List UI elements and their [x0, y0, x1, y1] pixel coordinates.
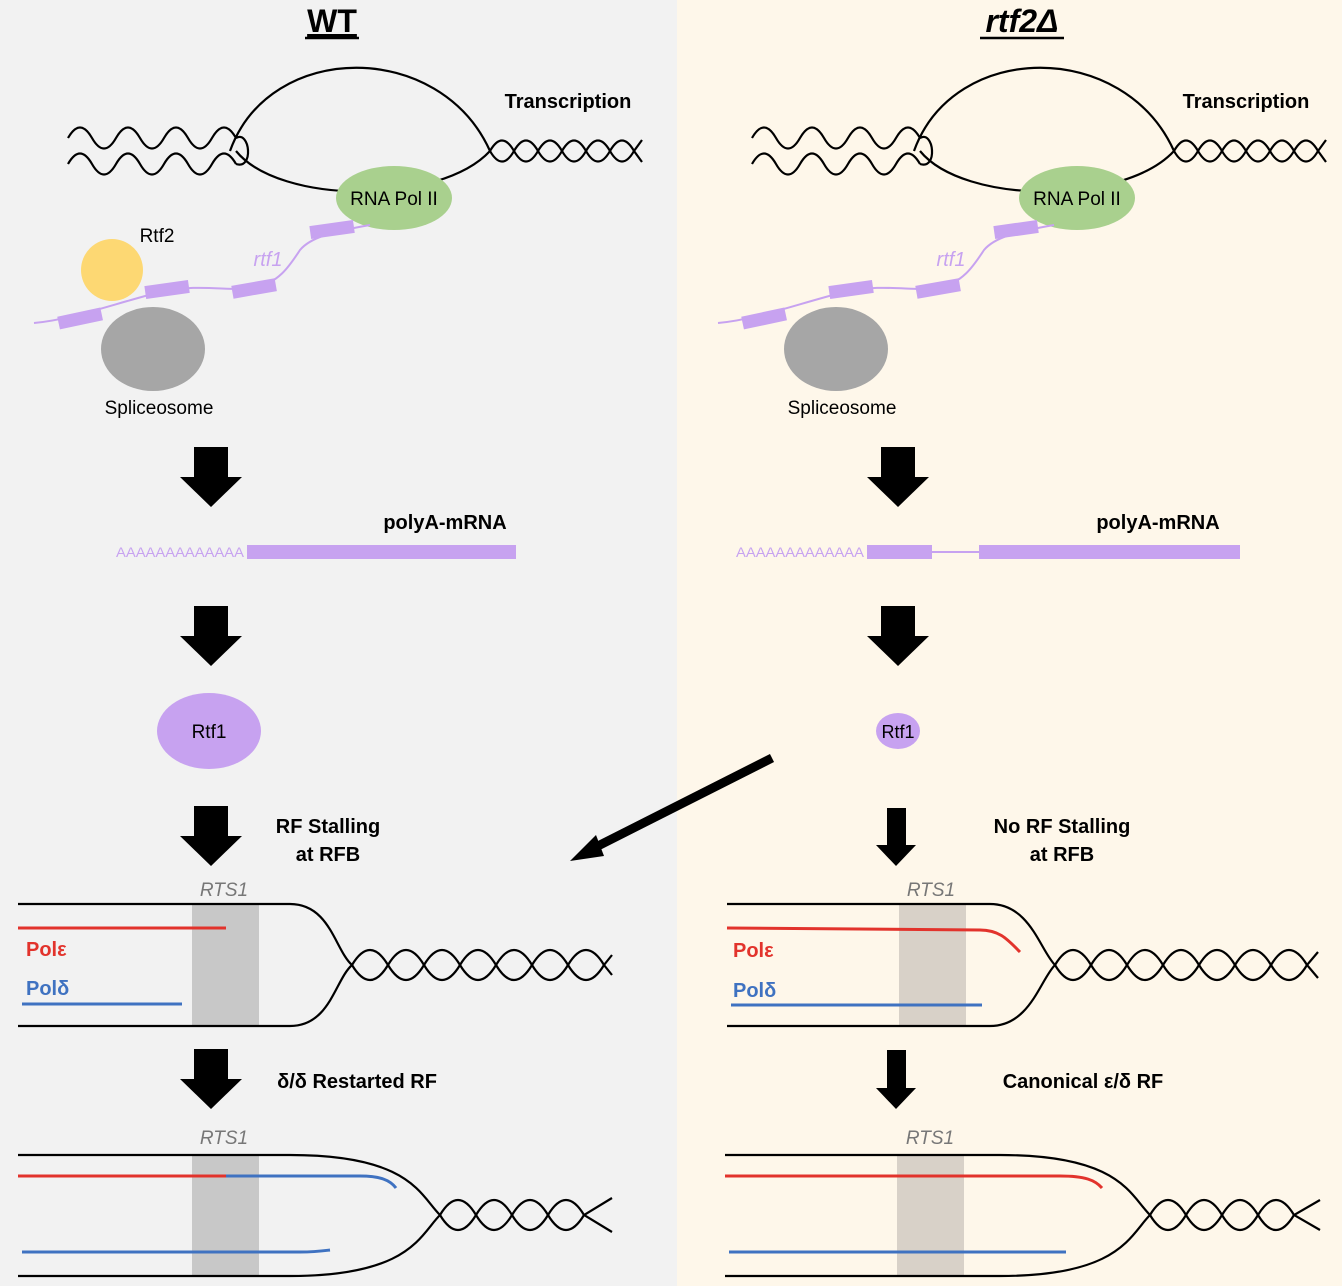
wt-rtf1-protein: [157, 693, 261, 769]
wt-rna-pol-ii: [336, 166, 452, 230]
wt-arrow-4: [180, 1049, 242, 1109]
wt-pol-d-label: Polδ: [26, 978, 69, 1000]
mutant-arrow-1: [867, 447, 929, 507]
wt-polya-tail: AAAAAAAAAAAAA: [116, 544, 245, 560]
mutant-panel: [677, 0, 1342, 1286]
cross-panel-arrow-shaft: [587, 753, 775, 855]
cross-panel-arrow-head: [570, 835, 604, 861]
wt-rtf1-gene-label: rtf1: [254, 249, 283, 271]
mutant-spliceosome: [784, 307, 888, 391]
mutant-pol-e-strand: [726, 926, 1022, 954]
wt-spliceosome: [101, 307, 205, 391]
wt-pol-e-label: Polε: [26, 939, 67, 961]
wt-rts1-band-top: [192, 904, 259, 1026]
mutant-mrna-label: polyA-mRNA: [1096, 512, 1219, 534]
wt-rts1-band-bottom: [192, 1155, 259, 1277]
wt-stalling-label-2: at RFB: [296, 844, 360, 866]
mutant-fork-unstalled: RTS1: [726, 880, 1319, 1028]
wt-fork-stalled: RTS1: [18, 880, 613, 1028]
mutant-arrow-3: [876, 808, 916, 866]
wt-transcription-label: Transcription: [505, 91, 632, 113]
wt-title: WT: [307, 3, 357, 39]
mutant-mrna-exon-2: [979, 545, 1240, 559]
mutant-restart-label: Canonical ε/δ RF: [1003, 1071, 1164, 1093]
mutant-rtf1-protein: [876, 713, 920, 749]
mutant-spliceosome-label: Spliceosome: [788, 398, 897, 419]
wt-rts1-label-top: RTS1: [200, 880, 248, 901]
wt-rtf2: [81, 239, 143, 301]
wt-restart-label: δ/δ Restarted RF: [277, 1071, 437, 1093]
wt-column: WT Transcription RNA Pol II rtf1 Rtf2: [18, 3, 643, 1278]
mutant-fork-canonical: RTS1: [725, 1128, 1321, 1278]
wt-pre-mrna: [33, 219, 371, 330]
mutant-rna-pol-ii: [1019, 166, 1135, 230]
mutant-rna-pol-label: RNA Pol II: [1033, 189, 1121, 210]
mutant-rts1-label-top: RTS1: [907, 880, 955, 901]
wt-mrna-body: [247, 545, 516, 559]
wt-rtf1-protein-label: Rtf1: [192, 722, 227, 743]
mutant-transcription-bubble: [751, 66, 1327, 193]
wt-stalling-label-1: RF Stalling: [276, 816, 380, 838]
mutant-stalling-label-1: No RF Stalling: [994, 816, 1131, 838]
mutant-rtf1-protein-label: Rtf1: [881, 722, 914, 742]
mutant-pre-mrna: [717, 219, 1055, 330]
wt-panel: [0, 0, 677, 1286]
mutant-pol-e-label: Polε: [733, 940, 774, 962]
wt-spliceosome-label: Spliceosome: [105, 398, 214, 419]
mutant-title: rtf2Δ: [985, 3, 1058, 39]
mutant-arrow-2: [867, 606, 929, 666]
wt-arrow-3: [180, 806, 242, 866]
wt-arrow-2: [180, 606, 242, 666]
mutant-pol-d-label: Polδ: [733, 980, 776, 1002]
mutant-pol-e-strand-2: [725, 1174, 1104, 1190]
mutant-rts1-band-top: [899, 904, 966, 1026]
wt-rna-pol-label: RNA Pol II: [350, 189, 438, 210]
wt-mrna-label: polyA-mRNA: [383, 512, 506, 534]
mutant-arrow-4: [876, 1050, 916, 1109]
mutant-rts1-label-bottom: RTS1: [906, 1128, 954, 1149]
mutant-mrna-exon-1: [867, 545, 932, 559]
wt-pol-d-strand-2: [22, 1248, 331, 1254]
wt-pol-d-restarted: [226, 1174, 398, 1189]
mutant-column: rtf2Δ Transcription RNA Pol II rtf1 Spli…: [717, 3, 1327, 1278]
mutant-stalling-label-2: at RFB: [1030, 844, 1094, 866]
mutant-rts1-band-bottom: [897, 1155, 964, 1277]
mutant-transcription-label: Transcription: [1183, 91, 1310, 113]
wt-rtf2-label: Rtf2: [140, 226, 175, 247]
wt-rts1-label-bottom: RTS1: [200, 1128, 248, 1149]
mutant-polya-tail: AAAAAAAAAAAAA: [736, 544, 865, 560]
wt-arrow-1: [180, 447, 242, 507]
wt-fork-restarted: RTS1: [18, 1128, 613, 1278]
mutant-rtf1-gene-label: rtf1: [937, 249, 966, 271]
